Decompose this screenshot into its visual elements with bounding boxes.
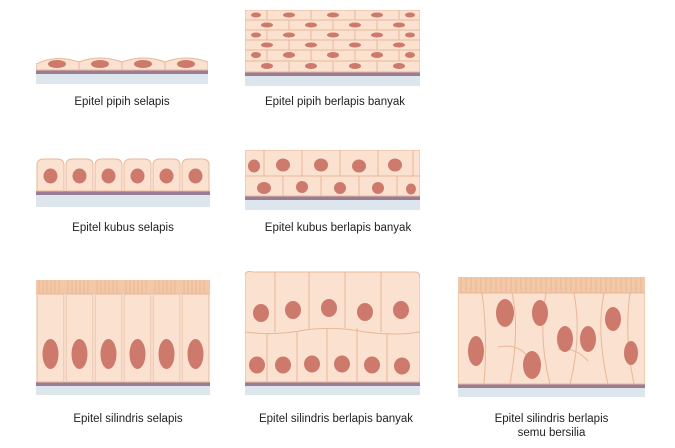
pseudostratified-caption: Epitel silindris berlapis semu bersilia bbox=[458, 412, 645, 440]
stratified-squamous-caption: Epitel pipih berlapis banyak bbox=[264, 96, 405, 108]
stratified-columnar-caption: Epitel silindris berlapis banyak bbox=[258, 413, 414, 425]
stratified-squamous-diagram bbox=[245, 10, 420, 86]
simple-cuboidal-diagram bbox=[36, 157, 210, 207]
simple-columnar-diagram bbox=[36, 280, 210, 395]
stratified-columnar-diagram bbox=[245, 270, 420, 395]
pseudostratified-caption-line2: semu bersilia bbox=[517, 427, 586, 439]
simple-cuboidal-caption: Epitel kubus selapis bbox=[72, 222, 174, 234]
simple-squamous-diagram bbox=[36, 52, 208, 86]
pseudostratified-caption-line1: Epitel silindris berlapis bbox=[494, 413, 609, 425]
simple-columnar-caption: Epitel silindris selapis bbox=[73, 413, 183, 425]
simple-squamous-caption: Epitel pipih selapis bbox=[74, 96, 170, 108]
stratified-cuboidal-diagram bbox=[245, 150, 420, 210]
pseudostratified-diagram bbox=[458, 277, 645, 397]
stratified-cuboidal-caption: Epitel kubus berlapis banyak bbox=[264, 222, 412, 234]
